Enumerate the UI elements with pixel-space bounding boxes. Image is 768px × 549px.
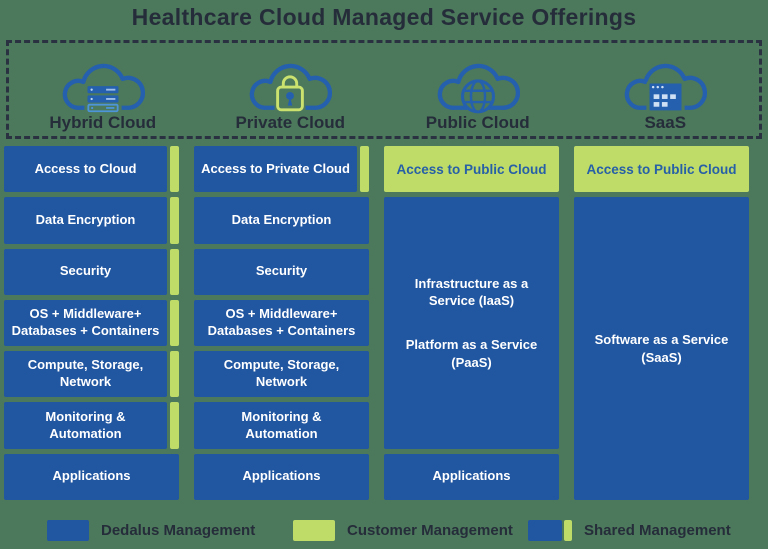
legend-item-shared: Shared Management (528, 518, 731, 542)
category-private-cloud: Private Cloud (197, 52, 385, 133)
service-box-shared: Access to Cloud (4, 146, 179, 193)
service-label: Applications (384, 453, 559, 500)
service-label: Compute, Storage, Network (194, 351, 369, 398)
service-label: Software as a Service (SaaS) (594, 332, 729, 365)
iaas-paas-box: Infrastructure as a Service (IaaS) Platf… (384, 197, 559, 449)
service-box: Applications (4, 453, 179, 500)
access-box-customer: Access to Public Cloud (574, 146, 749, 193)
service-box-shared: Access to Private Cloud (194, 146, 369, 193)
legend: Dedalus Management Customer Management S… (0, 518, 768, 544)
shared-swatch-green-part (564, 519, 572, 541)
legend-item-dedalus: Dedalus Management (47, 518, 255, 542)
service-label: Data Encryption (194, 197, 369, 244)
access-label: Access to Public Cloud (574, 146, 749, 193)
column-public-cloud: Access to Public Cloud Infrastructure as… (384, 146, 559, 500)
access-label: Access to Public Cloud (384, 146, 559, 193)
service-label: Compute, Storage, Network (4, 351, 167, 398)
offerings-grid: Access to Cloud Data Encryption Security… (4, 146, 749, 500)
page-title: Healthcare Cloud Managed Service Offerin… (131, 4, 637, 30)
service-box: Security (194, 248, 369, 295)
service-label: Data Encryption (4, 197, 167, 244)
column-private-cloud: Access to Private Cloud Data Encryption … (194, 146, 369, 500)
saas-box: Software as a Service (SaaS) (574, 197, 749, 500)
hybrid-cloud-icon (62, 63, 145, 114)
service-box: Compute, Storage, Network (194, 351, 369, 398)
category-label: Hybrid Cloud (49, 113, 157, 132)
service-label: Access to Cloud (4, 146, 167, 193)
service-label: Security (194, 248, 369, 295)
shared-management-strip (360, 146, 369, 193)
service-label: Monitoring & Automation (4, 402, 167, 449)
service-label: Access to Private Cloud (194, 146, 357, 193)
service-label: OS + Middleware+ Databases + Containers (4, 299, 167, 347)
category-label: Public Cloud (425, 113, 530, 132)
access-box-customer: Access to Public Cloud (384, 146, 559, 193)
legend-item-customer: Customer Management (293, 518, 513, 542)
public-cloud-icon (437, 63, 520, 114)
cloud-types-panel: Hybrid Cloud Private Cloud Pub (6, 40, 762, 139)
shared-management-swatch (528, 519, 572, 541)
service-box: Data Encryption (194, 197, 369, 244)
shared-swatch-blue-part (528, 519, 562, 541)
private-cloud-icon (250, 63, 333, 113)
service-box: Monitoring & Automation (194, 402, 369, 449)
saas-icon (625, 63, 708, 114)
service-label: Applications (4, 453, 179, 500)
dedalus-management-swatch (47, 519, 89, 541)
shared-management-strip (170, 402, 179, 449)
service-label: Applications (194, 453, 369, 500)
service-box-shared: OS + Middleware+ Databases + Containers (4, 299, 179, 347)
shared-management-strip (170, 351, 179, 398)
service-box: OS + Middleware+ Databases + Containers (194, 299, 369, 347)
service-label: OS + Middleware+ Databases + Containers (194, 299, 369, 347)
service-label: Infrastructure as a Service (IaaS) (414, 275, 529, 309)
category-label: SaaS (644, 113, 687, 132)
shared-management-strip (170, 299, 179, 347)
service-box-shared: Compute, Storage, Network (4, 351, 179, 398)
service-box: Applications (384, 453, 559, 500)
service-box-shared: Security (4, 248, 179, 295)
shared-management-strip (170, 197, 179, 244)
shared-management-strip (170, 146, 179, 193)
customer-management-swatch (293, 519, 335, 541)
category-public-cloud: Public Cloud (384, 52, 572, 133)
service-box: Applications (194, 453, 369, 500)
shared-management-strip (170, 248, 179, 295)
legend-label: Customer Management (347, 521, 513, 539)
service-label: Monitoring & Automation (194, 402, 369, 449)
column-saas: Access to Public Cloud Software as a Ser… (574, 146, 749, 500)
column-hybrid-cloud: Access to Cloud Data Encryption Security… (4, 146, 179, 500)
service-label: Security (4, 248, 167, 295)
category-hybrid-cloud: Hybrid Cloud (9, 52, 197, 133)
legend-label: Shared Management (584, 521, 731, 539)
legend-label: Dedalus Management (101, 521, 256, 539)
category-label: Private Cloud (235, 113, 346, 132)
service-box-shared: Monitoring & Automation (4, 402, 179, 449)
service-label: Platform as a Service (PaaS) (405, 337, 538, 370)
category-saas: SaaS (572, 52, 760, 133)
service-box-shared: Data Encryption (4, 197, 179, 244)
